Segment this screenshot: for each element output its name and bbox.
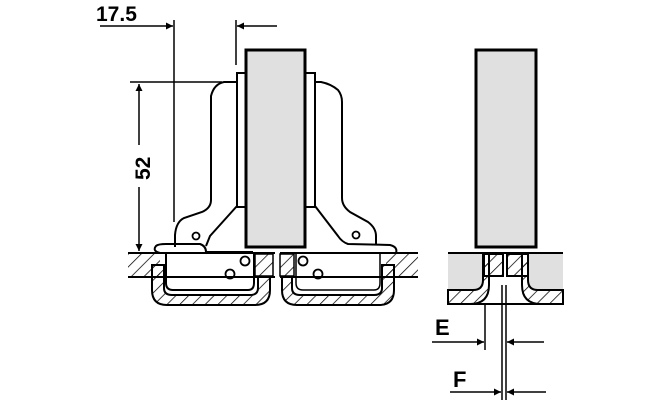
door-panel	[244, 48, 307, 249]
hinge-arm	[174, 81, 237, 247]
front-view: E F	[432, 48, 564, 400]
gap-e-label: E	[435, 315, 450, 340]
hinge-cup	[281, 264, 395, 306]
hinge-arm	[315, 81, 377, 245]
overlay-dimension-label: 17.5	[96, 3, 137, 26]
height-dimension-label: 52	[132, 157, 155, 180]
door-panel	[474, 48, 538, 249]
gap-f-label: F	[453, 367, 466, 392]
side-view: 17.5 52	[96, 3, 418, 306]
hinge-cup	[151, 264, 271, 306]
